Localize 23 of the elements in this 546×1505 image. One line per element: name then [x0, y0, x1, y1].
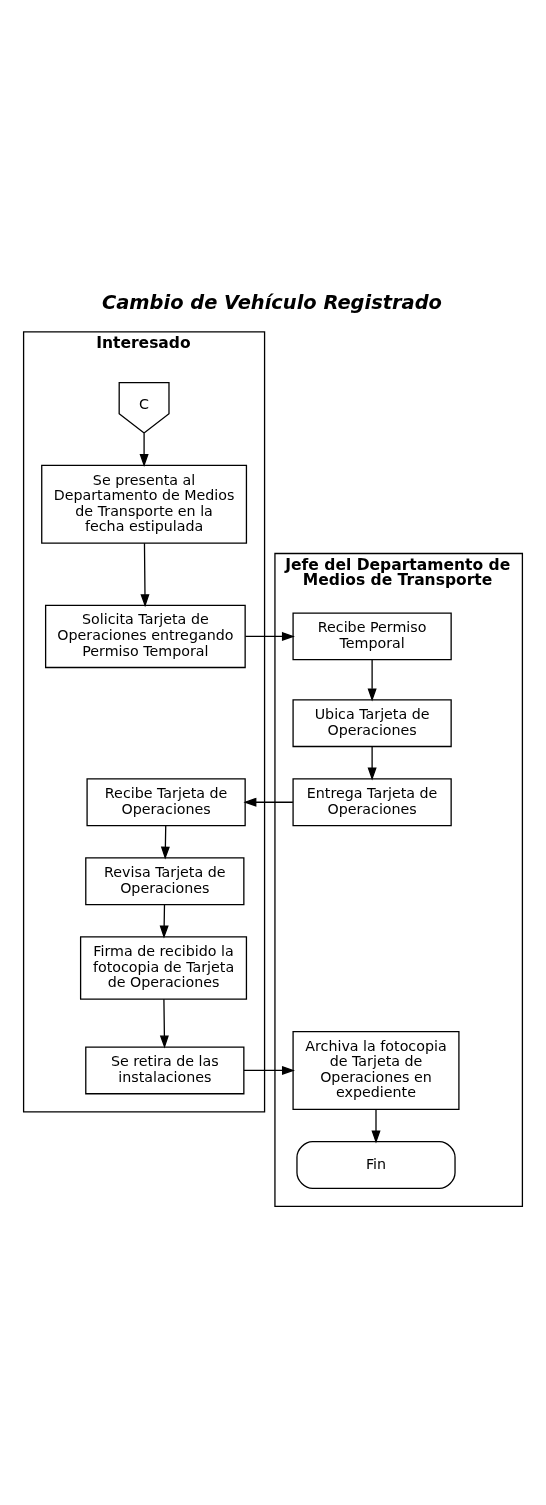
arrow	[244, 631, 295, 641]
arrow	[159, 903, 169, 939]
arrow	[243, 797, 294, 807]
arrow	[159, 998, 169, 1048]
node-box: Entrega Tarjeta de Operaciones	[292, 777, 452, 826]
node-box: Se presenta al Departamento de Medios de Transporte en la fecha estipulada	[41, 464, 248, 544]
arrow	[243, 1065, 295, 1075]
arrow	[367, 658, 377, 702]
arrow	[160, 824, 170, 860]
node-box: Firma de recibido la fotocopia de Tarjeta de Operaciones	[79, 935, 248, 1000]
arrow	[371, 1108, 381, 1144]
node-box: Fin	[296, 1140, 456, 1189]
arrow	[140, 542, 150, 607]
node-box: Solicita Tarjeta de Operaciones entregando Permiso Temporal	[45, 604, 246, 668]
node-box: Revisa Tarjeta de Operaciones	[85, 856, 245, 905]
node-box: Se retira de las instalaciones	[85, 1045, 245, 1094]
node-box: Archiva la fotocopia de Tarjeta de Operaciones en expediente	[292, 1030, 460, 1110]
diagram-title: Cambio de Vehículo Registrado	[101, 290, 442, 314]
node-box: Ubica Tarjeta de Operaciones	[292, 698, 452, 747]
arrow	[367, 745, 377, 781]
arrow	[139, 432, 149, 467]
node-box: Recibe Tarjeta de Operaciones	[86, 777, 246, 826]
node-box: Recibe Permiso Temporal	[292, 611, 452, 660]
